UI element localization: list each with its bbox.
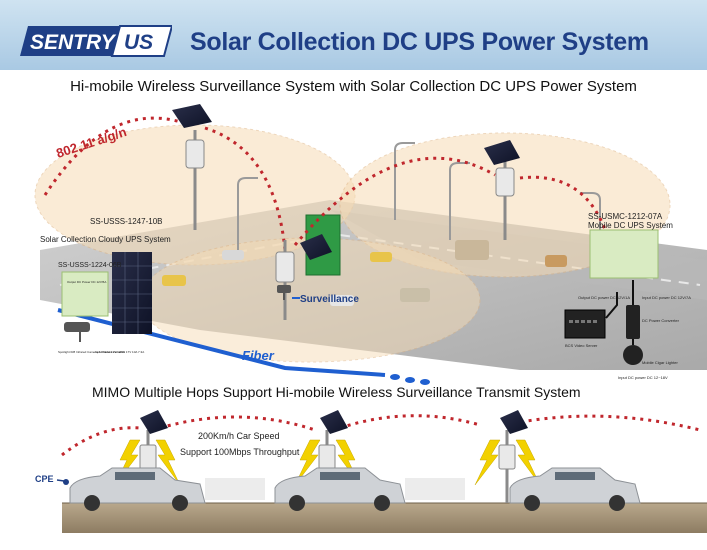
- dc-power-converter-label: DC Power Converter: [642, 318, 679, 323]
- dc-power-converter: [626, 305, 640, 339]
- input-panel-label: Input Panel 12V 120W 17V 10A 7.3A: [95, 350, 145, 354]
- ups-1224-output-label: Output DC Power DC 12V/5A: [67, 280, 107, 284]
- solar-node-3: [484, 140, 520, 240]
- surveillance-camera-icon: [277, 285, 291, 300]
- nvr-label: BCS Video Server: [565, 343, 598, 348]
- solar-panel-large: [112, 252, 152, 334]
- cpe-label: CPE: [35, 474, 54, 484]
- wireless-links: [43, 116, 612, 251]
- top-section-title: Hi-mobile Wireless Surveillance System w…: [70, 78, 637, 95]
- solar-node-2: [275, 234, 332, 320]
- cpe-marker: [63, 479, 69, 485]
- ups-1247-model-label: SS-USSS-1247-10B: [90, 217, 163, 226]
- nvr-device: [564, 309, 606, 339]
- cigar-lighter-plug: [623, 345, 643, 365]
- throughput-label: Support 100Mbps Throughput: [180, 447, 300, 457]
- fiber-dots: [390, 374, 430, 385]
- ups-1224-model-label: SS-USSS-1224-06B: [58, 262, 122, 269]
- bottom-section-title: MIMO Multiple Hops Support Hi-mobile Wir…: [92, 384, 581, 400]
- relay-node-3: [498, 410, 528, 503]
- sentry-us-logo: SENTRY US: [20, 25, 172, 57]
- car-2: [274, 467, 465, 511]
- ups-1212-desc-label: Mobile DC UPS System: [588, 221, 673, 230]
- car-3: [509, 467, 641, 511]
- logo-text-sentry: SENTRY: [30, 31, 117, 54]
- ups-1247-desc-label: Solar Collection Cloudy UPS System: [40, 235, 171, 244]
- output-dc-power-label: Output DC power DC 12V/1A: [578, 295, 631, 300]
- mimo-links: [61, 414, 701, 457]
- logo-text-us: US: [124, 31, 153, 54]
- ir-camera-label: Spotlight IR8 Infrared Camera & Outdoor …: [58, 350, 125, 354]
- fiber-label: Fiber: [242, 348, 275, 363]
- solar-node-1: [172, 104, 212, 230]
- ir-camera-icon: [64, 322, 90, 342]
- input-dc-power-bottom-label: Input DC power DC 12~18V: [618, 375, 668, 380]
- highway-cars: [162, 240, 567, 306]
- surveillance-label: Surveillance: [300, 294, 359, 305]
- street-lamps: [237, 142, 601, 270]
- ups-box-1224: [61, 271, 109, 317]
- ups-1212-model-label: SS-USMC-1212-07A: [588, 212, 663, 221]
- ups-box-1212: [589, 229, 659, 279]
- speed-label: 200Km/h Car Speed: [198, 431, 280, 441]
- input-dc-power-top-label: Input DC power DC 12V/7A: [642, 295, 691, 300]
- cigar-lighter-label: Mobile Cigar Lighter: [642, 360, 678, 365]
- car-1: [69, 467, 265, 511]
- page-title: Solar Collection DC UPS Power System: [190, 28, 649, 56]
